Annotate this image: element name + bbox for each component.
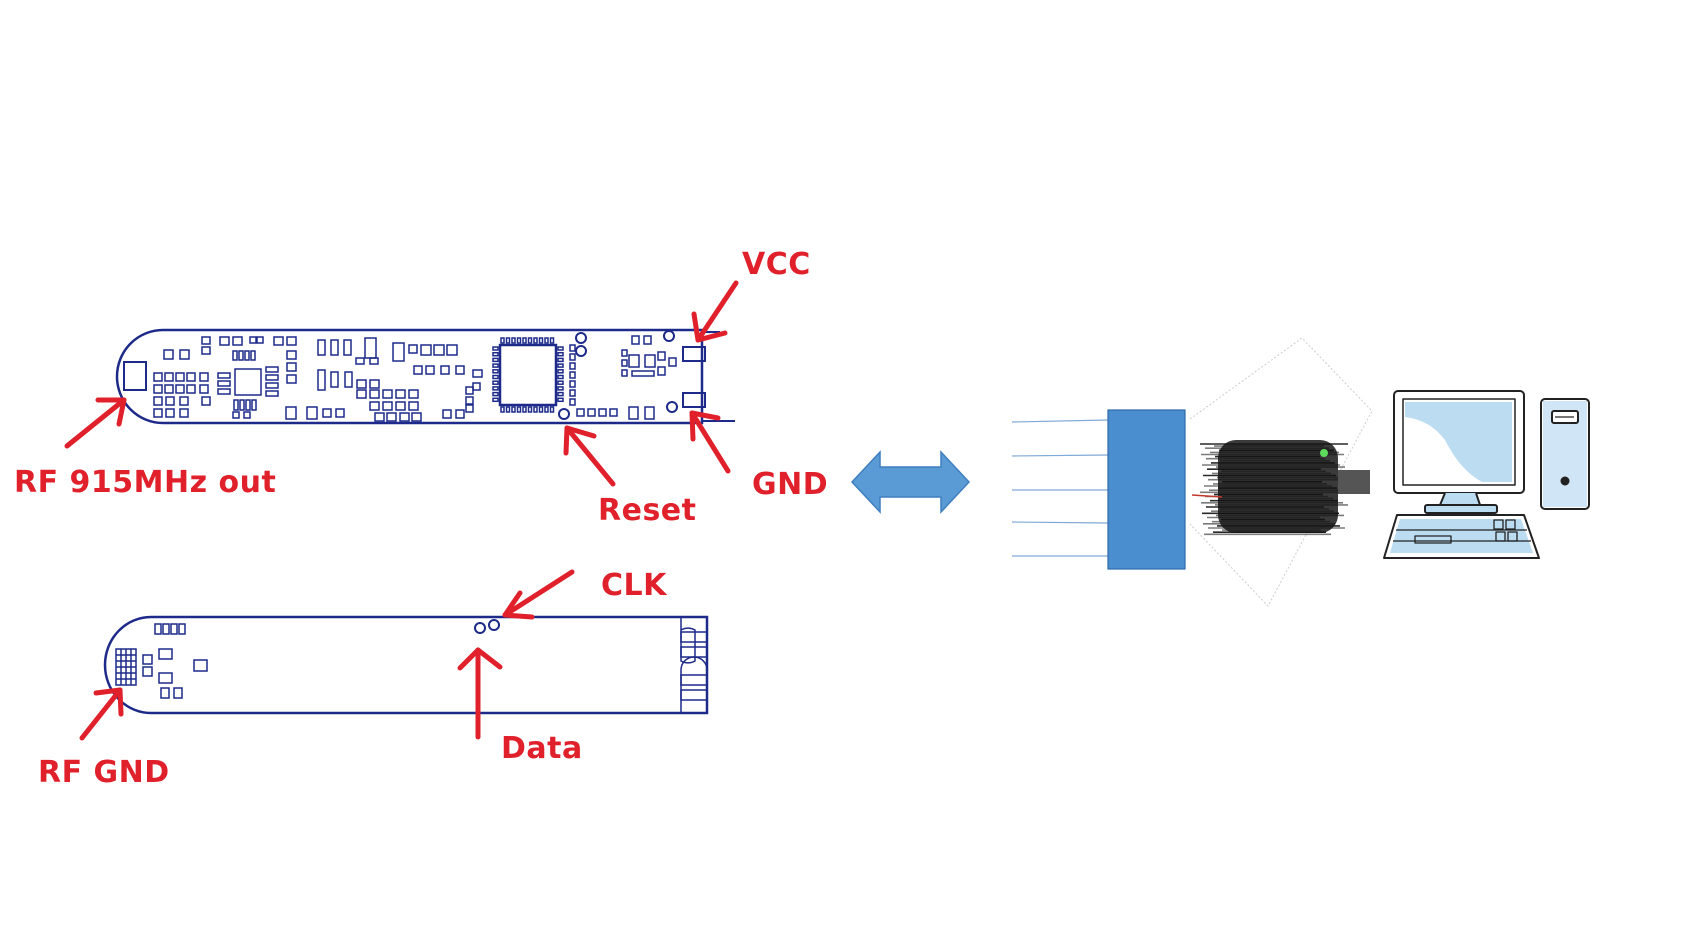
arrow-rf-out — [67, 400, 124, 446]
arrow-clk — [505, 572, 572, 617]
rf-gnd-pad — [116, 649, 136, 685]
pcb-top-view — [117, 330, 735, 423]
pcb-bottom-outline — [105, 617, 707, 713]
arrow-reset — [566, 428, 613, 484]
arrow-data — [460, 650, 500, 737]
label-rf-out: RF 915MHz out — [14, 468, 276, 498]
label-gnd: GND — [752, 470, 828, 500]
label-reset: Reset — [598, 496, 697, 526]
top-components — [154, 336, 676, 421]
connector-wires — [1012, 420, 1108, 556]
edge-pads — [681, 617, 707, 713]
pcb-bottom-view — [105, 617, 707, 713]
programmer-body — [1192, 440, 1370, 534]
label-data: Data — [501, 734, 583, 764]
main-ic — [500, 345, 556, 405]
label-clk: CLK — [601, 571, 667, 601]
arrow-rf-gnd — [82, 690, 121, 738]
reset-testpoint — [559, 409, 569, 419]
ic-pins — [493, 338, 563, 412]
double-arrow-icon — [852, 452, 969, 512]
data-testpoint — [475, 623, 485, 633]
rf-pad — [124, 362, 146, 390]
label-vcc: VCC — [742, 250, 811, 280]
label-rf-gnd: RF GND — [38, 758, 170, 788]
connector-block — [1108, 410, 1185, 569]
usb-programmer-icon — [1012, 338, 1372, 606]
clk-testpoint — [489, 620, 499, 630]
desktop-computer-icon — [1384, 391, 1589, 558]
